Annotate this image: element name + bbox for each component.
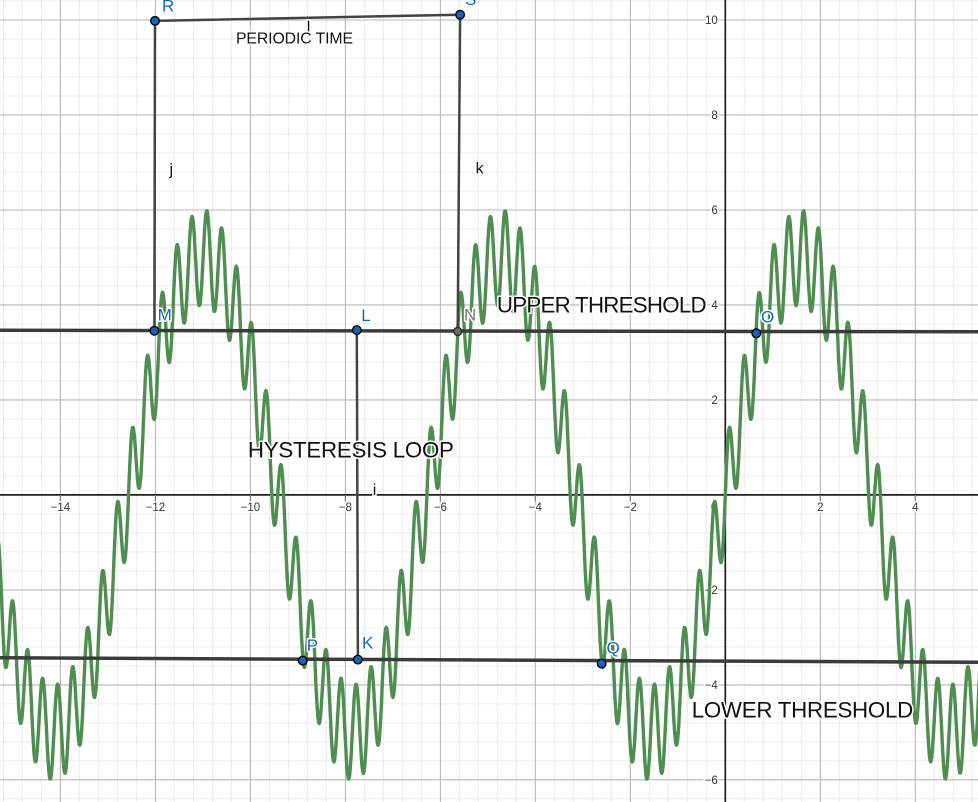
svg-text:L: L (361, 306, 370, 325)
svg-text:HYSTERESIS LOOP: HYSTERESIS LOOP (248, 438, 454, 463)
svg-text:−14: −14 (51, 502, 71, 514)
svg-text:l: l (307, 19, 311, 36)
svg-text:−6: −6 (705, 775, 718, 787)
svg-text:2: 2 (817, 502, 823, 514)
svg-text:−6: −6 (434, 502, 447, 514)
svg-text:2: 2 (711, 395, 717, 407)
svg-text:−4: −4 (705, 680, 719, 692)
svg-text:4: 4 (912, 502, 919, 514)
svg-text:PERIODIC TIME: PERIODIC TIME (236, 31, 353, 48)
svg-text:UPPER THRESHOLD: UPPER THRESHOLD (497, 292, 707, 317)
svg-text:P: P (307, 636, 318, 655)
svg-text:4: 4 (711, 300, 718, 312)
svg-text:−12: −12 (146, 502, 166, 514)
svg-text:10: 10 (705, 15, 718, 27)
svg-text:R: R (162, 0, 174, 16)
svg-text:8: 8 (711, 110, 717, 122)
svg-text:k: k (476, 160, 485, 177)
svg-text:−4: −4 (529, 502, 543, 514)
svg-text:6: 6 (711, 205, 717, 217)
svg-text:−10: −10 (241, 502, 261, 514)
svg-text:O: O (761, 308, 774, 327)
svg-text:i: i (373, 482, 377, 499)
svg-text:LOWER THRESHOLD: LOWER THRESHOLD (692, 698, 913, 723)
svg-text:−2: −2 (624, 502, 637, 514)
svg-text:−8: −8 (339, 502, 352, 514)
svg-text:N: N (464, 306, 476, 325)
svg-text:Q: Q (607, 638, 620, 657)
svg-text:M: M (158, 305, 172, 324)
svg-text:S: S (465, 0, 476, 9)
svg-text:K: K (362, 634, 374, 653)
svg-text:j: j (169, 162, 174, 179)
